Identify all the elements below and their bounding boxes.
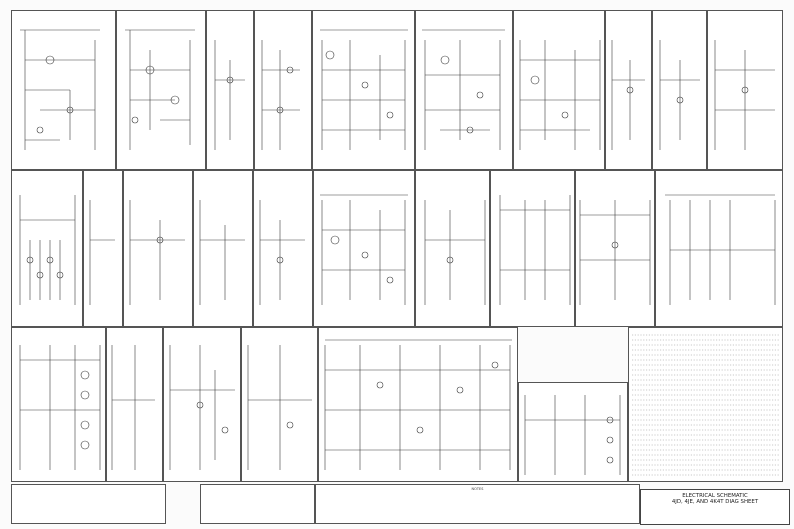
- title-line-2: 4JD, 4JE, AND 4K4T DIAG SHEET: [671, 499, 759, 505]
- panel-r2-7: [415, 170, 490, 327]
- panel-r3-6: [518, 382, 628, 482]
- panel-r2-6: [313, 170, 415, 327]
- panel-r1-4: [254, 10, 312, 170]
- title-block-title: ELECTRICAL SCHEMATIC 4JD, 4JE, AND 4K4T …: [641, 493, 789, 505]
- panel-r1-8: [605, 10, 652, 170]
- panel-r2-1: [11, 170, 83, 327]
- panel-bottom-notes: NOTES: [315, 484, 640, 524]
- title-line-1: ELECTRICAL SCHEMATIC: [682, 493, 748, 499]
- title-block: ELECTRICAL SCHEMATIC 4JD, 4JE, AND 4K4T …: [640, 489, 790, 525]
- panel-r2-8: [490, 170, 575, 327]
- panel-r2-3: [123, 170, 193, 327]
- panel-r3-3: [163, 327, 241, 482]
- panel-r3-legend: [628, 327, 783, 482]
- panel-r1-5: [312, 10, 415, 170]
- panel-bottom-2: [200, 484, 315, 524]
- panel-r3-1: [11, 327, 106, 482]
- notes-label: NOTES: [471, 487, 484, 491]
- panel-bottom-1: [11, 484, 166, 524]
- panel-r1-2: [116, 10, 206, 170]
- panel-r2-2: [83, 170, 123, 327]
- panel-r3-4: [241, 327, 318, 482]
- panel-r1-6: [415, 10, 513, 170]
- panel-r3-5: [318, 327, 518, 482]
- panel-r2-5: [253, 170, 313, 327]
- panel-r1-7: [513, 10, 605, 170]
- panel-r2-10: [655, 170, 783, 327]
- panel-r3-2: [106, 327, 163, 482]
- panel-r1-9: [652, 10, 707, 170]
- panel-r2-4: [193, 170, 253, 327]
